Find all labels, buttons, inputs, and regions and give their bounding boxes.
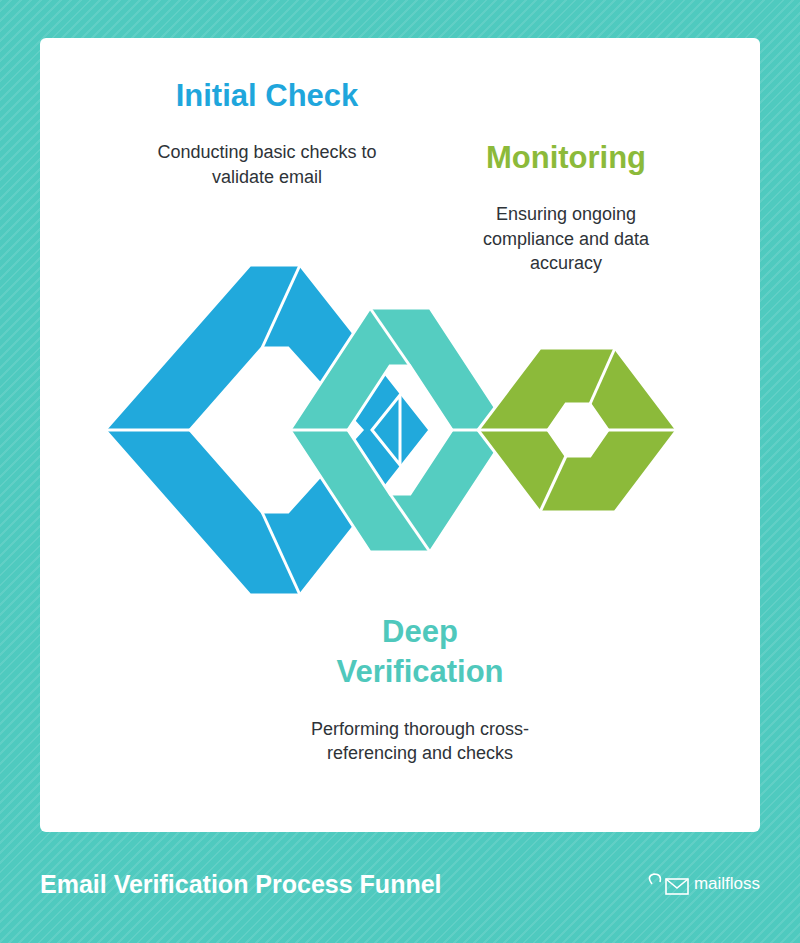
diagram-title: Email Verification Process Funnel: [40, 870, 442, 899]
step-heading: Deep Verification: [325, 612, 515, 693]
step-description: Conducting basic checks to validate emai…: [142, 140, 392, 189]
blue-inner-diamond: [372, 395, 400, 465]
step-block: Initial CheckConducting basic checks to …: [117, 76, 417, 189]
step-heading: Initial Check: [117, 76, 417, 116]
step-block: MonitoringEnsuring ongoing compliance an…: [436, 138, 696, 275]
logo-icon: [649, 874, 688, 894]
step-description: Ensuring ongoing compliance and data acc…: [461, 202, 671, 275]
brand-logo: mailfloss: [694, 874, 760, 894]
step-heading: Monitoring: [436, 138, 696, 178]
step-block: Deep VerificationPerforming thorough cro…: [290, 612, 550, 765]
step-description: Performing thorough cross-referencing an…: [310, 717, 530, 766]
green-ring: [478, 348, 677, 512]
